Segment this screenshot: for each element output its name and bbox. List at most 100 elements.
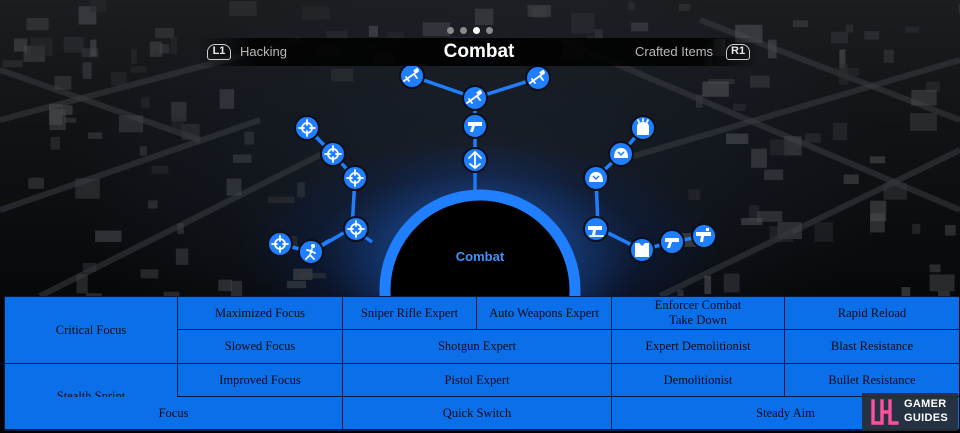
building-block (594, 29, 603, 40)
building-block (870, 213, 885, 233)
building-block (118, 115, 144, 133)
focus-crosshair-icon (347, 220, 365, 238)
building-block (929, 264, 941, 273)
node-maximized-focus[interactable] (294, 115, 320, 141)
building-block (733, 103, 746, 111)
building-block (297, 182, 305, 198)
building-block (163, 291, 180, 296)
building-block (130, 66, 147, 73)
node-quick-switch[interactable] (462, 147, 488, 173)
building-block (958, 4, 960, 13)
building-block (839, 64, 849, 85)
takedown-icon (588, 226, 604, 237)
gamer-guides-watermark: GAMER GUIDES (862, 393, 958, 431)
road-line (619, 57, 960, 163)
node-steady-aim[interactable] (659, 229, 685, 255)
skill-tree (267, 63, 717, 296)
node-stealth-sprint[interactable] (298, 239, 324, 265)
skill-shotgun-expert: Shotgun Expert (343, 330, 611, 363)
building-block (750, 75, 770, 88)
l1-button-icon[interactable]: L1 (207, 44, 231, 60)
building-block (155, 28, 174, 39)
building-block (64, 117, 77, 123)
building-block (110, 72, 127, 86)
building-block (232, 154, 252, 163)
page-dot (447, 27, 454, 34)
building-block (751, 148, 767, 168)
node-improved-focus[interactable] (342, 165, 368, 191)
building-block (14, 38, 28, 52)
building-block (784, 136, 802, 156)
node-expert-demolitionist[interactable] (608, 141, 634, 167)
building-block (229, 1, 257, 17)
building-block (299, 273, 326, 279)
building-block (76, 274, 88, 294)
building-block (631, 22, 649, 32)
building-block (628, 2, 635, 11)
building-block (218, 279, 233, 292)
weapon-swap-icon (468, 150, 482, 170)
node-slowed-focus[interactable] (320, 141, 346, 167)
skill-tree-screen: L1 Hacking Combat Crafted Items R1 Comba… (0, 0, 960, 296)
building-block (911, 89, 937, 106)
building-block (141, 97, 150, 108)
building-block (87, 132, 103, 139)
building-block (331, 68, 354, 82)
building-block (147, 200, 158, 209)
skill-rapid-reload: Rapid Reload (785, 297, 959, 329)
node-focus[interactable] (343, 216, 369, 242)
building-block (741, 217, 763, 226)
building-block (678, 3, 691, 11)
node-rapid-reload[interactable] (691, 223, 717, 249)
node-sniper-rifle-expert[interactable] (399, 63, 425, 89)
building-block (883, 49, 894, 63)
watermark-line-1: GAMER (904, 398, 947, 410)
building-block (302, 6, 330, 20)
building-block (695, 94, 703, 108)
building-block (2, 60, 23, 68)
road-line (558, 37, 960, 213)
building-block (702, 81, 729, 97)
skill-enforcer-combat-take-down: Enforcer Combat Take Down (612, 297, 784, 329)
building-block (767, 39, 777, 59)
tab-hacking[interactable]: Hacking (240, 44, 287, 59)
building-block (244, 131, 255, 145)
tab-crafted-items[interactable]: Crafted Items (635, 44, 714, 59)
road-line (0, 67, 201, 143)
building-block (286, 280, 306, 289)
building-block (764, 169, 784, 181)
node-demolitionist[interactable] (583, 165, 609, 191)
r1-button-icon[interactable]: R1 (726, 44, 751, 60)
category-bar: L1 Hacking Combat Crafted Items R1 (198, 38, 760, 66)
building-block (704, 275, 712, 295)
building-block (175, 248, 189, 265)
building-block (929, 274, 955, 292)
building-block (677, 289, 684, 296)
building-block (63, 36, 84, 53)
node-auto-weapons-expert[interactable] (525, 65, 551, 91)
building-block (26, 17, 49, 31)
node-pistol-expert[interactable] (462, 113, 488, 139)
building-block (90, 39, 97, 57)
building-block (368, 25, 378, 37)
building-block (82, 62, 92, 79)
node-blast-resistance[interactable] (630, 115, 656, 141)
building-block (177, 223, 184, 234)
magazine-icon (696, 228, 711, 242)
node-shotgun-expert[interactable] (462, 85, 488, 111)
node-bullet-resistance[interactable] (629, 237, 655, 263)
skill-maximized-focus: Maximized Focus (178, 297, 342, 329)
building-block (149, 41, 163, 57)
skill-legend-grid: Critical Focus Maximized Focus Sniper Ri… (4, 296, 959, 431)
hub-ring (379, 189, 581, 296)
vest-icon (635, 243, 649, 257)
skill-slowed-focus: Slowed Focus (178, 330, 342, 363)
building-block (61, 105, 73, 116)
node-enforcer-combat-take-down[interactable] (583, 216, 609, 242)
skill-critical-focus: Critical Focus (5, 297, 177, 363)
skill-expert-demolitionist: Expert Demolitionist (612, 330, 784, 363)
building-block (230, 280, 243, 296)
page-dot (473, 27, 480, 34)
skill-improved-focus: Improved Focus (178, 364, 342, 396)
node-critical-focus[interactable] (267, 231, 293, 257)
